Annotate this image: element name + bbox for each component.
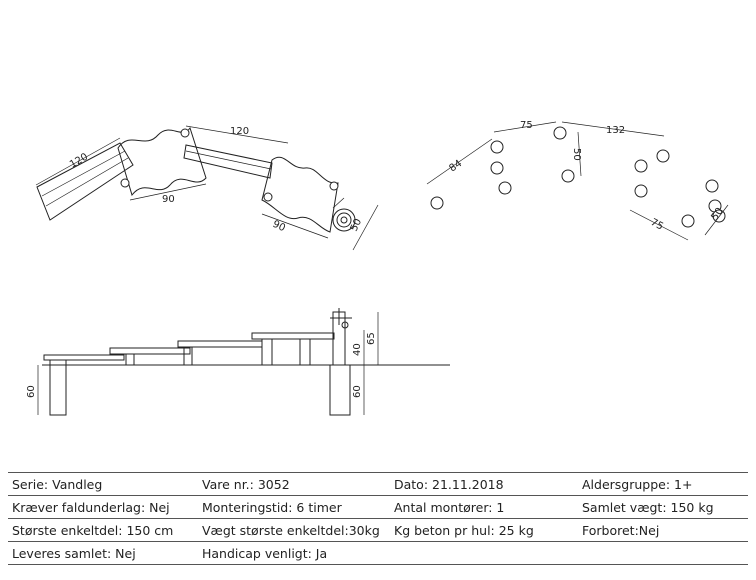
bridge-board-middle (183, 144, 273, 179)
dim-platform-width-right: 90 (271, 219, 287, 234)
dim-pump-height: 65 (366, 332, 377, 345)
spec-cell (578, 541, 748, 565)
spec-cell: Største enkeltdel: 150 cm (8, 518, 198, 542)
dim-ramp-post-depth: 60 (26, 385, 37, 398)
spec-cell: Forboret:Nej (578, 518, 748, 542)
spec-cell: Dato: 21.11.2018 (390, 472, 578, 496)
dim-post-75a: 75 (520, 120, 533, 131)
water-pump-icon (332, 197, 356, 232)
spec-cell: Vægt største enkeltdel:30kg (198, 518, 390, 542)
spec-cell: Serie: Vandleg (8, 472, 198, 496)
spec-cell: Antal montører: 1 (390, 495, 578, 519)
table-row: Leveres samlet: Nej Handicap venligt: Ja (8, 541, 748, 565)
table-row: Serie: Vandleg Vare nr.: 3052 Dato: 21.1… (8, 472, 748, 496)
spec-cell: Samlet vægt: 150 kg (578, 495, 748, 519)
wavy-platform-right (261, 156, 339, 233)
dim-bridge-length: 120 (230, 126, 249, 137)
spec-table: Serie: Vandleg Vare nr.: 3052 Dato: 21.1… (8, 472, 748, 565)
spec-cell: Leveres samlet: Nej (8, 541, 198, 565)
spec-cell: Monteringstid: 6 timer (198, 495, 390, 519)
table-row: Største enkeltdel: 150 cm Vægt største e… (8, 518, 748, 542)
dim-platform-height: 40 (352, 343, 363, 356)
technical-drawing: 120 120 90 90 50 84 75 132 50 75 50 (26, 120, 729, 416)
table-row: Kræver faldunderlag: Nej Monteringstid: … (8, 495, 748, 519)
spec-cell: Kræver faldunderlag: Nej (8, 495, 198, 519)
post-layout-view: 84 75 132 50 75 50 (426, 120, 729, 241)
ramp-board-left (36, 142, 134, 221)
dim-post-75b: 75 (649, 217, 665, 233)
spec-cell: Vare nr.: 3052 (198, 472, 390, 496)
wavy-platform-left (117, 126, 207, 197)
spec-cell (390, 541, 578, 565)
dim-pump-width: 50 (349, 217, 364, 233)
plan-view: 120 120 90 90 50 (35, 125, 379, 251)
spec-cell: Kg beton pr hul: 25 kg (390, 518, 578, 542)
dim-post-50a: 50 (571, 148, 582, 161)
dim-pump-post-depth: 60 (352, 385, 363, 398)
dim-ramp-length: 120 (68, 152, 90, 171)
dim-post-84: 84 (447, 158, 464, 174)
spec-cell: Handicap venligt: Ja (198, 541, 390, 565)
dim-post-132: 132 (606, 125, 625, 136)
side-elevation-view: 60 40 65 60 (26, 308, 450, 416)
spec-cell: Aldersgruppe: 1+ (578, 472, 748, 496)
dim-platform-width-left: 90 (162, 194, 175, 205)
